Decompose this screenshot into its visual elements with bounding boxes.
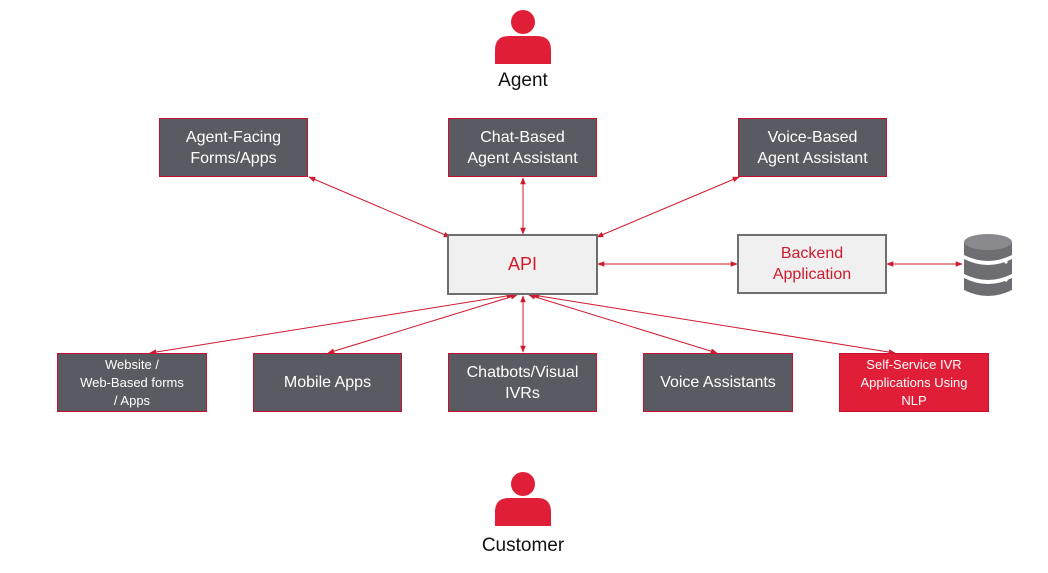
mobile-apps-box: Mobile Apps [253,353,402,412]
agent-label: Agent [498,70,548,91]
chatbots-visual-ivrs-box: Chatbots/Visual IVRs [448,353,597,412]
backend-application-box: Backend Application [737,234,887,294]
database-icon [964,234,1012,296]
voice-assistants-box: Voice Assistants [643,353,793,412]
website-web-forms-box: Website / Web-Based forms / Apps [57,353,207,412]
customer-label: Customer [481,535,565,556]
arrow-api-agent-forms [308,176,451,238]
arrow-api-voice-assistants [528,294,718,354]
api-box: API [447,234,598,295]
agent-person-icon [495,10,551,64]
customer-person-icon [495,472,551,526]
arrow-api-voice-assistant-agent [596,176,740,238]
arrow-api-ivr-nlp [532,293,896,355]
chat-based-agent-assistant-box: Chat-Based Agent Assistant [448,118,597,177]
voice-based-agent-assistant-box: Voice-Based Agent Assistant [738,118,887,177]
arrow-api-mobile [327,294,518,354]
arrow-api-website [149,293,514,355]
agent-facing-forms-box: Agent-Facing Forms/Apps [159,118,308,177]
self-service-ivr-nlp-box: Self-Service IVR Applications Using NLP [839,353,989,412]
